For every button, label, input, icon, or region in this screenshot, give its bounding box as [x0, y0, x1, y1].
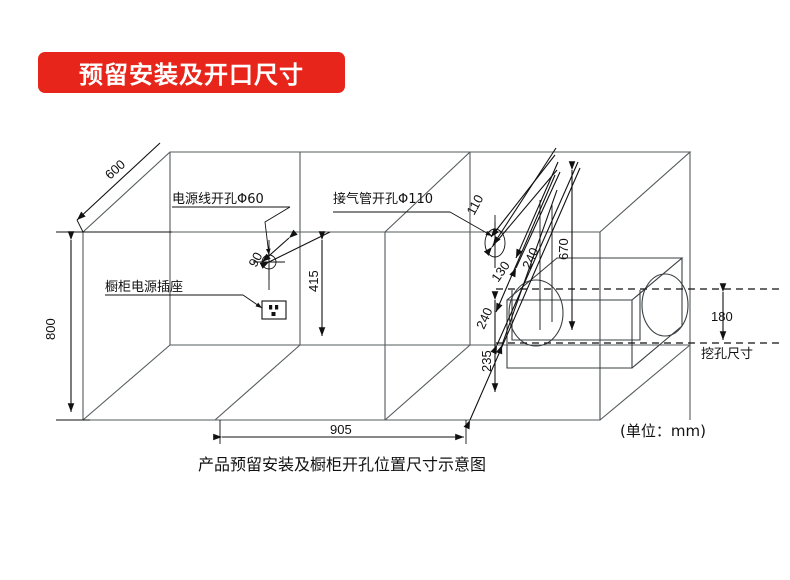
dim-800: 800	[43, 318, 58, 340]
hole-size-note: 挖孔尺寸	[701, 347, 753, 362]
label-power-cord-hole: 电源线开孔Φ60	[172, 192, 264, 207]
dimension-240-lower	[495, 174, 558, 355]
cabinet-outline	[82, 151, 692, 421]
dim-240-lower: 240	[473, 305, 496, 331]
label-gas-pipe-hole: 接气管开孔Φ110	[333, 191, 433, 207]
duct-opening-front	[508, 279, 564, 347]
dimension-415	[259, 231, 331, 336]
dimension-600	[76, 142, 161, 233]
diagram-caption: 产品预留安装及橱柜开孔位置尺寸示意图	[198, 455, 486, 474]
dimension-235	[463, 167, 581, 430]
page-title: 预留安装及开口尺寸	[79, 61, 304, 89]
dimension-90	[261, 229, 298, 290]
label-cabinet-socket: 橱柜电源插座	[105, 280, 183, 295]
hole-size-guides	[496, 288, 780, 344]
dimension-670	[490, 161, 579, 355]
dim-600: 600	[102, 157, 128, 183]
dim-90: 90	[245, 250, 265, 270]
dimension-800	[56, 231, 172, 421]
dimension-240-upper	[509, 161, 561, 322]
dim-415: 415	[306, 270, 321, 292]
dim-905: 905	[330, 422, 352, 437]
dim-240-upper: 240	[519, 245, 542, 271]
dim-235: 235	[479, 350, 494, 372]
dimension-130	[492, 147, 557, 330]
dim-110: 110	[463, 192, 486, 217]
dim-180: 180	[711, 309, 733, 324]
leader-lines	[105, 206, 493, 309]
dim-670: 670	[556, 238, 571, 260]
duct-opening-far	[641, 273, 689, 337]
socket-icon	[261, 300, 287, 320]
page-title-banner: 预留安装及开口尺寸	[38, 52, 345, 93]
unit-note: (单位：mm)	[620, 422, 706, 440]
duct-assembly	[506, 257, 689, 369]
